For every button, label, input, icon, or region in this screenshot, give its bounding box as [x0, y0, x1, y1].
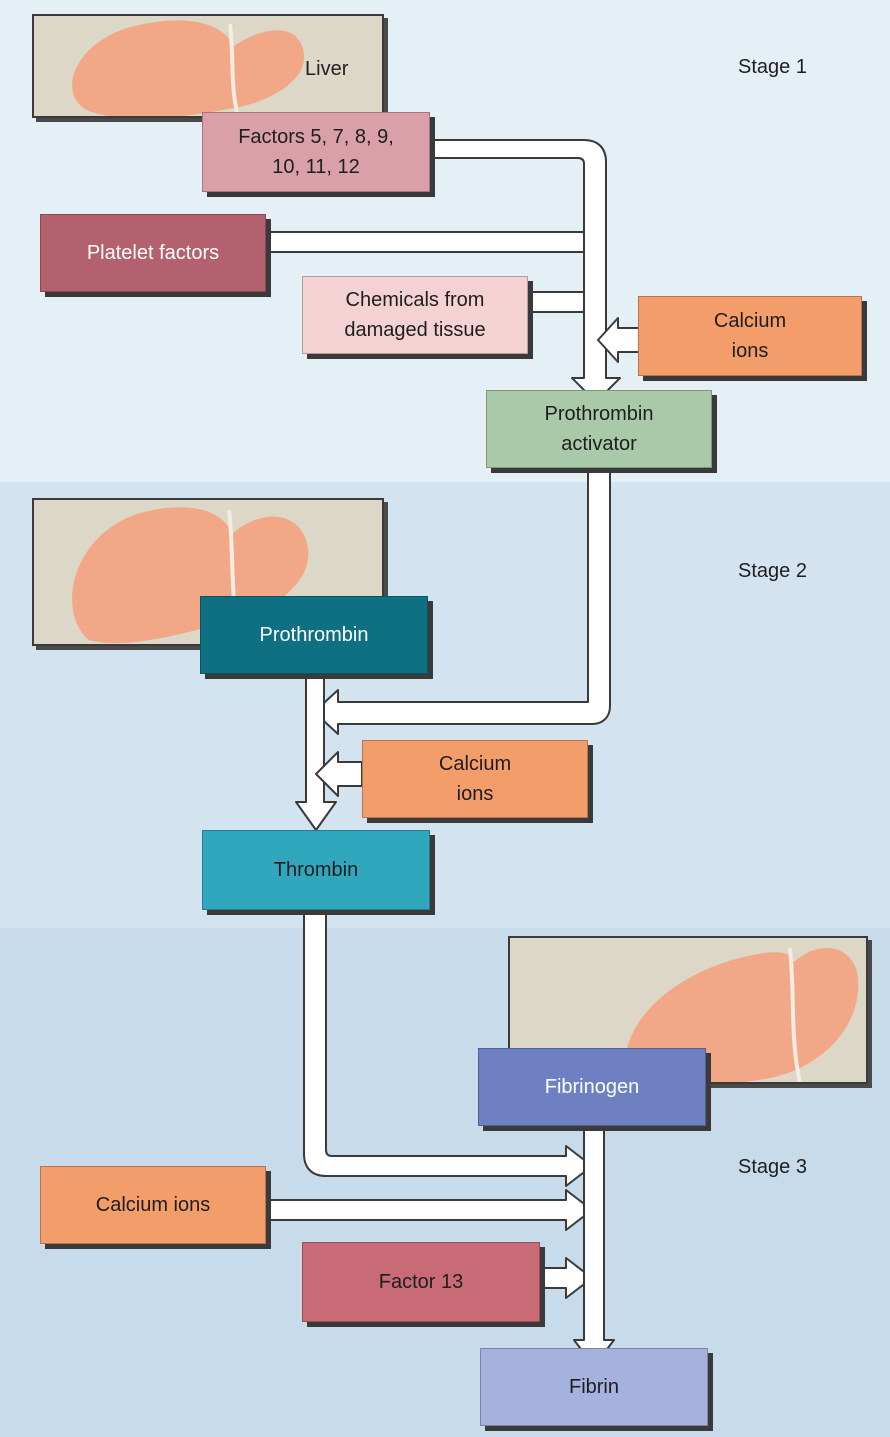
stage3-label: Stage 3 — [738, 1156, 807, 1178]
flow-arrow-icon — [295, 673, 337, 831]
calcium-ions-stage1-box: Calcium ions — [638, 296, 862, 376]
chemicals-damaged-tissue-box: Chemicals from damaged tissue — [302, 276, 528, 354]
factor-13-box: Factor 13 — [302, 1242, 540, 1322]
flow-arrow-icon — [597, 317, 641, 363]
flow-arrow-icon — [539, 1257, 593, 1299]
flow-arrow-icon — [303, 905, 593, 1187]
factors-box: Factors 5, 7, 8, 9, 10, 11, 12 — [202, 112, 430, 192]
prothrombin-activator-box: Prothrombin activator — [486, 390, 712, 468]
flow-arrow-icon — [525, 291, 585, 313]
fibrinogen-box: Fibrinogen — [478, 1048, 706, 1126]
stage1-label: Stage 1 — [738, 56, 807, 78]
flow-arrow-icon — [263, 231, 585, 253]
flow-arrow-icon — [429, 139, 621, 403]
fibrin-box: Fibrin — [480, 1348, 708, 1426]
stage2-label: Stage 2 — [738, 560, 807, 582]
flow-arrow-icon — [313, 469, 611, 735]
prothrombin-box: Prothrombin — [200, 596, 428, 674]
liver-label: Liver — [305, 58, 349, 80]
calcium-ions-stage3-box: Calcium ions — [40, 1166, 266, 1244]
platelet-factors-box: Platelet factors — [40, 214, 266, 292]
flow-arrow-icon — [315, 751, 363, 797]
flow-arrow-icon — [263, 1189, 593, 1231]
calcium-ions-stage2-box: Calcium ions — [362, 740, 588, 818]
thrombin-box: Thrombin — [202, 830, 430, 910]
liver-illustration-icon — [72, 20, 305, 116]
